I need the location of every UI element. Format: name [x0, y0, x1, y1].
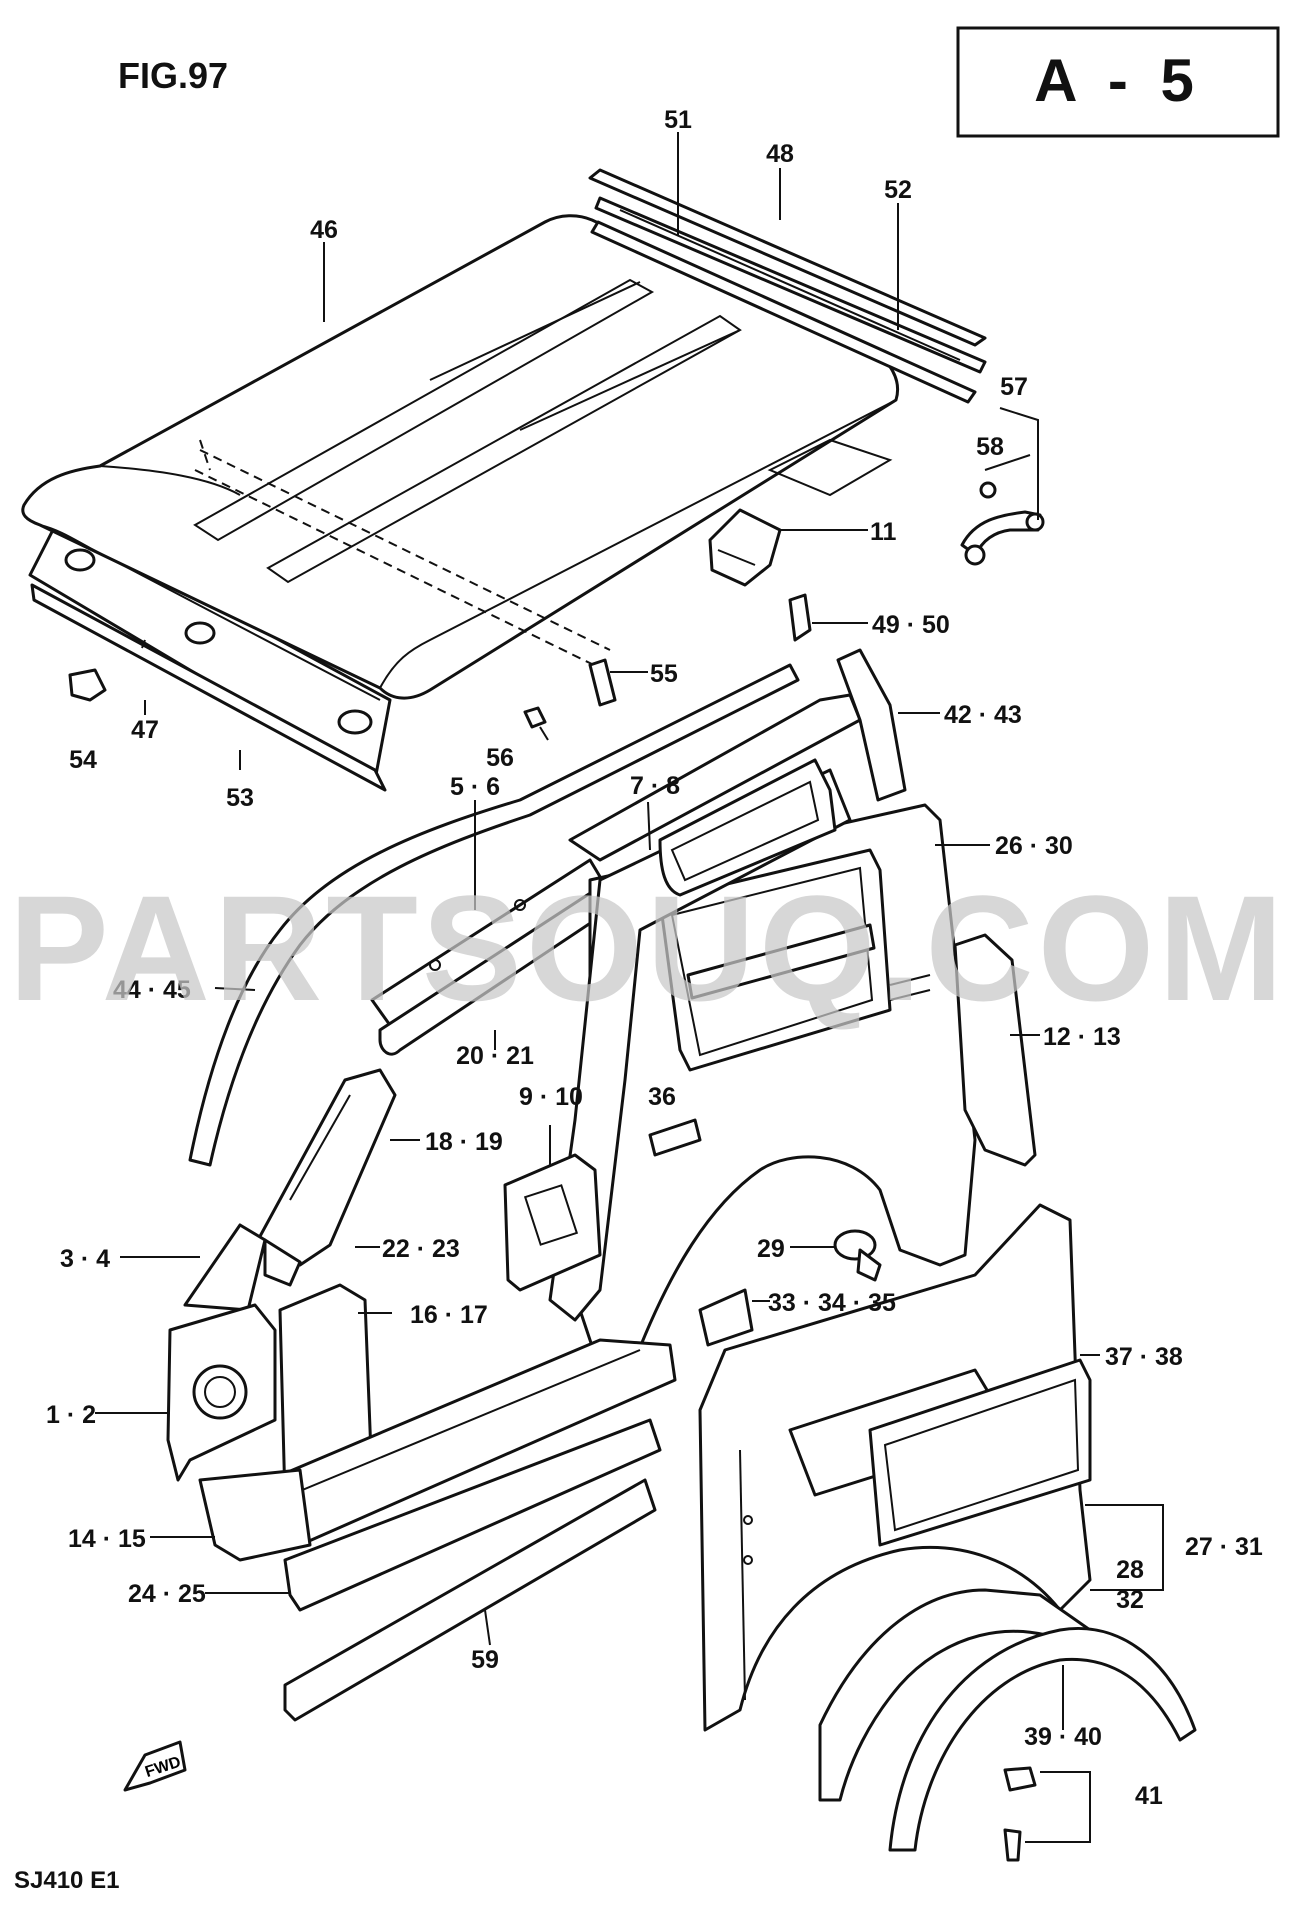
callout-41: 41	[1135, 1782, 1163, 1810]
part-44-45-pillar	[188, 663, 800, 1167]
callout-24-25: 24 · 25	[128, 1580, 206, 1608]
callout-39-40: 39 · 40	[1024, 1723, 1102, 1751]
callout-53: 53	[226, 784, 254, 812]
part-42-43-pillar	[836, 648, 907, 802]
callout-44-45: 44 · 45	[113, 976, 191, 1004]
part-12-13-panel	[953, 933, 1037, 1167]
callout-33-34-35: 33 · 34 · 35	[768, 1289, 896, 1317]
callout-27-31: 27 · 31	[1185, 1533, 1263, 1561]
section-code: A - 5	[1034, 47, 1202, 114]
callout-51: 51	[664, 106, 692, 134]
part-56-bolt	[523, 706, 547, 729]
part-33-35-plate	[698, 1288, 754, 1347]
part-18-19-pillar	[256, 1068, 397, 1267]
part-20-21	[378, 888, 612, 1056]
part-3-4	[183, 1223, 267, 1312]
callout-7-8: 7 · 8	[630, 772, 680, 800]
callout-49-50: 49 · 50	[872, 611, 950, 639]
callout-42-43: 42 · 43	[944, 701, 1022, 729]
part-1-2-hinge-pillar	[166, 1303, 277, 1482]
part-14-15	[198, 1468, 312, 1562]
figure-title: FIG.97	[118, 55, 228, 96]
callout-56: 56	[486, 744, 514, 772]
callout-46: 46	[310, 216, 338, 244]
part-29-fuel-lid	[833, 1229, 882, 1282]
hard-top-roof	[21, 214, 899, 792]
part-11-bracket	[708, 508, 782, 587]
part-49-50	[788, 593, 812, 642]
callout-36: 36	[648, 1083, 676, 1111]
callout-32: 32	[1116, 1586, 1144, 1614]
part-36-badge	[648, 1118, 702, 1157]
callout-11: 11	[870, 518, 897, 546]
callout-14-15: 14 · 15	[68, 1525, 146, 1553]
callout-16-17: 16 · 17	[410, 1301, 488, 1329]
part-28-32-liner	[818, 1588, 1092, 1802]
part-9-10-panel	[503, 1153, 602, 1292]
callout-57: 57	[1000, 373, 1028, 401]
callout-52: 52	[884, 176, 912, 204]
callout-28: 28	[1116, 1556, 1144, 1584]
callout-37-38: 37 · 38	[1105, 1343, 1183, 1371]
callout-3-4: 3 · 4	[60, 1245, 110, 1273]
callout-29: 29	[757, 1235, 785, 1263]
callout-26-30: 26 · 30	[995, 832, 1073, 860]
fwd-direction-arrow: FWD	[123, 1740, 187, 1792]
callout-22-23: 22 · 23	[382, 1235, 460, 1263]
callout-9-10: 9 · 10	[519, 1083, 583, 1111]
model-code: SJ410 E1	[14, 1867, 119, 1894]
part-57-handle	[960, 481, 1045, 566]
callout-18-19: 18 · 19	[425, 1128, 503, 1156]
part-26-30-quarter-panel	[578, 803, 977, 1372]
callout-12-13: 12 · 13	[1043, 1023, 1121, 1051]
watermark: PARTSOUQ.COM	[9, 864, 1288, 1032]
callout-47: 47	[131, 716, 159, 744]
callout-1-2: 1 · 2	[46, 1401, 96, 1429]
part-41-clips	[1003, 1766, 1037, 1862]
roof-rails	[588, 168, 987, 404]
callout-58: 58	[976, 433, 1004, 461]
part-24-25-molding	[283, 1418, 662, 1612]
part-54-clip	[68, 668, 107, 702]
callout-54: 54	[69, 746, 97, 774]
callout-59: 59	[471, 1646, 499, 1674]
part-59-molding	[283, 1478, 657, 1722]
part-39-40-flare	[888, 1627, 1197, 1852]
callout-5-6: 5 · 6	[450, 773, 500, 801]
part-22-23	[263, 1238, 302, 1287]
part-27-31-quarter-outer	[698, 1203, 1092, 1732]
section-code-box: A - 5	[956, 26, 1280, 138]
part-55	[588, 658, 617, 707]
callout-55: 55	[650, 660, 678, 688]
callout-20-21: 20 · 21	[456, 1042, 534, 1070]
callout-48: 48	[766, 140, 794, 168]
